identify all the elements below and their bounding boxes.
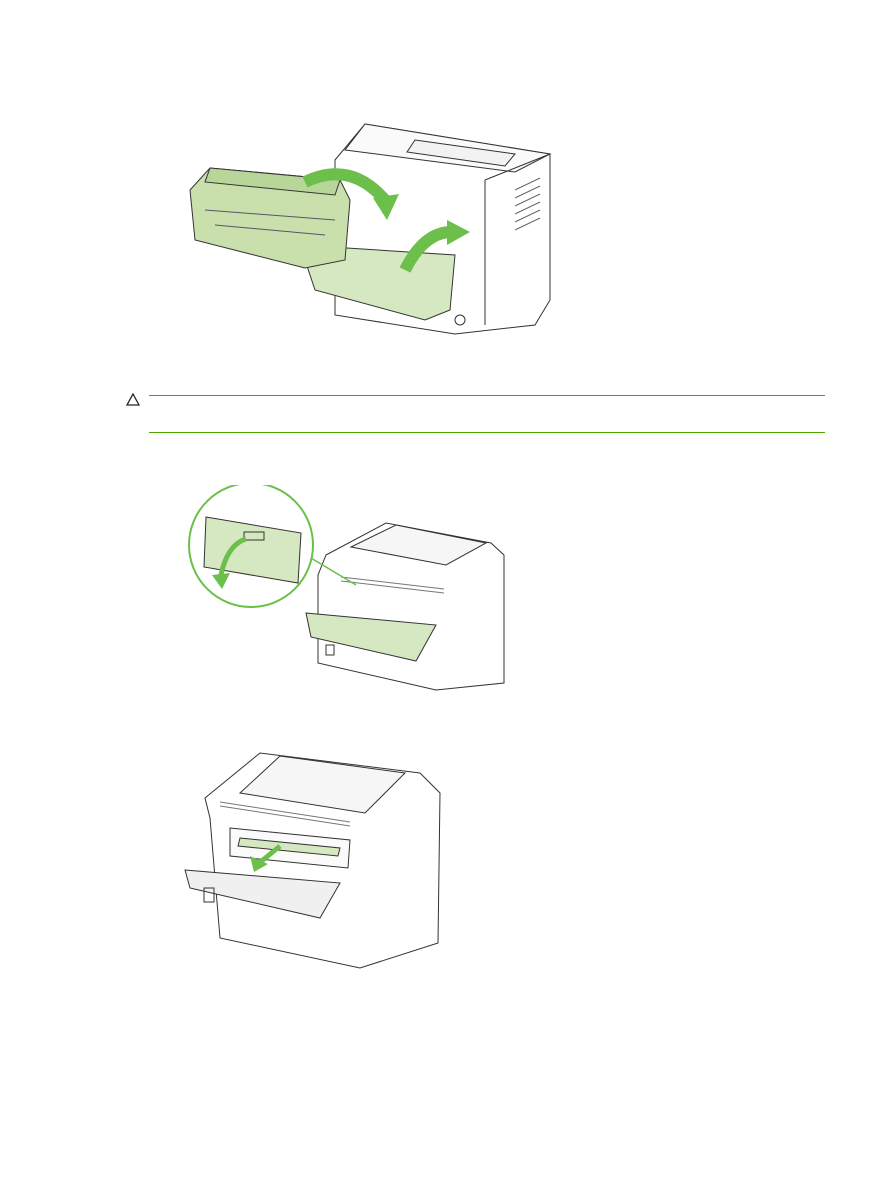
open-rear-output-door-illustration xyxy=(186,485,511,695)
caution-top-rule xyxy=(149,395,825,396)
replace-print-cartridge-illustration xyxy=(185,120,555,345)
caution-bottom-rule xyxy=(149,432,825,433)
remove-jammed-paper-rear-illustration xyxy=(180,738,445,973)
caution-triangle-icon xyxy=(126,393,140,406)
